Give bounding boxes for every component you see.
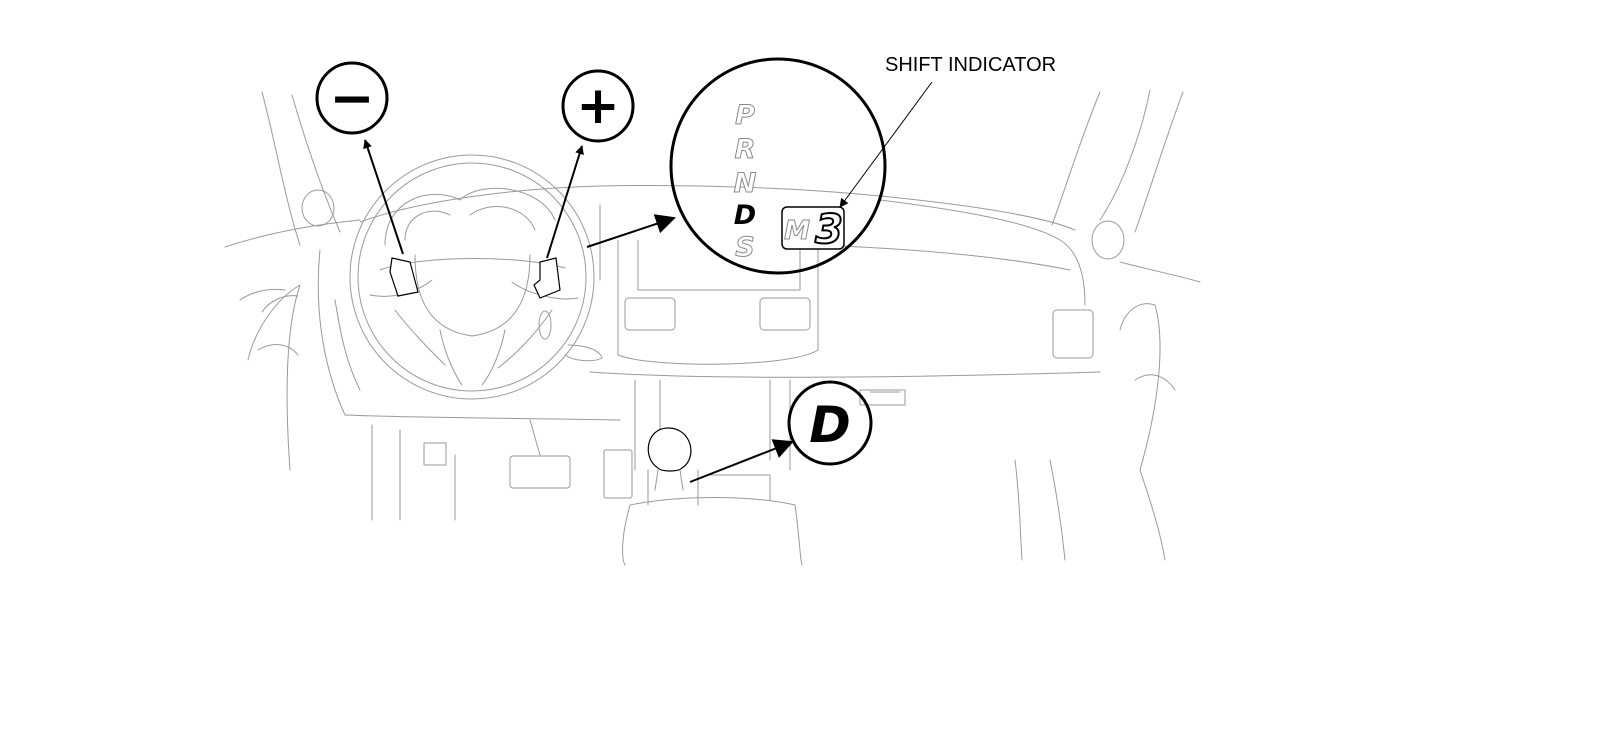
plus-paddle-callout: + <box>561 69 635 143</box>
minus-paddle-arrow <box>363 139 404 255</box>
minus-symbol: − <box>329 67 374 130</box>
gear-s: S <box>735 232 754 263</box>
mode-letter-m: M <box>784 216 810 246</box>
current-gear-number: 3 <box>815 207 843 253</box>
gear-p: P <box>735 100 755 131</box>
gear-d: D <box>734 200 756 231</box>
shift-indicator-leader <box>839 81 933 208</box>
gear-indicator-callout: P R N D S M 3 <box>669 57 887 275</box>
shift-indicator-label: SHIFT INDICATOR <box>885 54 1056 76</box>
gear-n: N <box>734 168 757 199</box>
gear-r: R <box>735 134 756 165</box>
plus-symbol: + <box>576 76 620 136</box>
drive-symbol: D <box>809 396 851 454</box>
plus-paddle-arrow <box>546 145 584 259</box>
car-interior-illustration <box>224 89 1201 566</box>
drive-position-callout: D <box>787 380 873 466</box>
cluster-arrow <box>586 214 676 248</box>
shifter-arrow <box>689 439 794 483</box>
minus-paddle-callout: − <box>315 61 389 135</box>
shift-indicator-display: M 3 <box>781 206 845 254</box>
